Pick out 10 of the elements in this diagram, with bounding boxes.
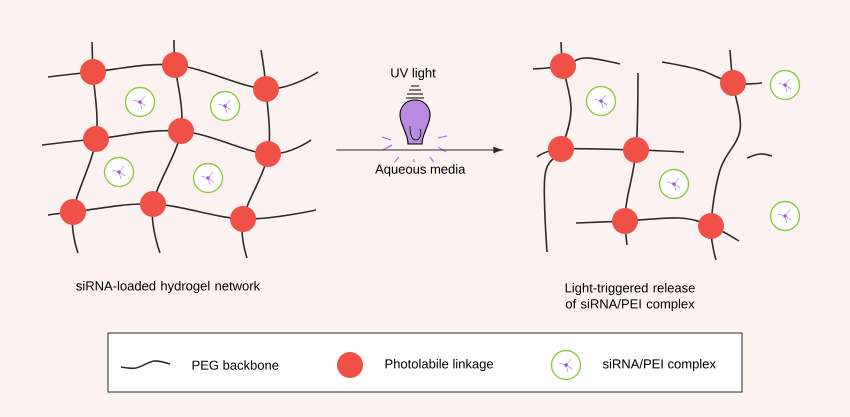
broken-network-drawing: [532, 42, 800, 260]
legend-label: siRNA/PEI complex: [602, 358, 716, 372]
hydrogel-network-drawing: [42, 40, 318, 258]
node-label: Light-triggered release of siRNA/PEI complex: [566, 282, 695, 312]
legend-label: PEG backbone: [192, 360, 278, 370]
edge-label: Aqueous media: [373, 162, 468, 178]
node-label: siRNA-loaded hydrogel network: [76, 280, 260, 294]
condition-label: UV light: [391, 68, 436, 80]
legend-label: Photolabile linkage: [386, 358, 494, 372]
arrow: [336, 146, 502, 154]
